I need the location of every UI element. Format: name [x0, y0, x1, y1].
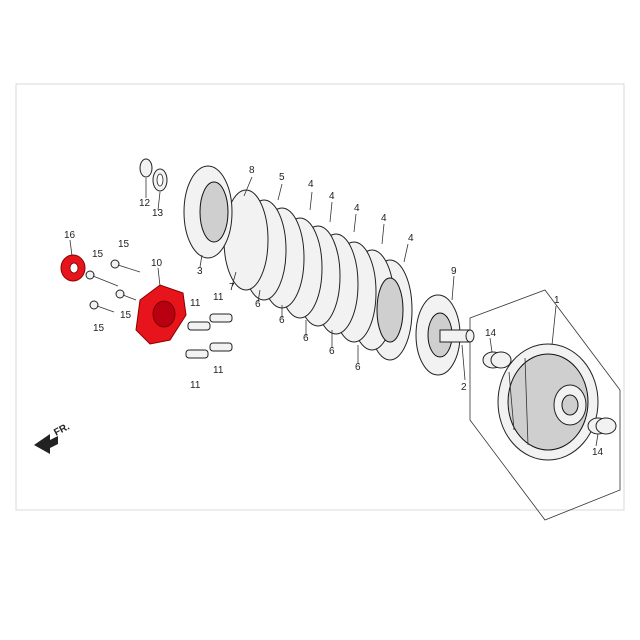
bolt-15-b	[110, 259, 141, 273]
pressure-plate	[415, 294, 475, 376]
label-part-2: 2	[461, 382, 467, 393]
label-part-8: 8	[249, 165, 255, 176]
clutch-outer	[469, 289, 621, 521]
front-arrow-icon	[34, 434, 58, 454]
clutch-spring-11-d	[209, 342, 233, 352]
label-part-10: 10	[151, 258, 163, 269]
bolt-15-a	[85, 270, 119, 287]
label-part-12: 12	[139, 198, 151, 209]
clutch-plate-stack	[223, 189, 413, 361]
label-part-4: 4	[408, 233, 414, 244]
label-part-11: 11	[213, 292, 224, 303]
label-part-4: 4	[329, 191, 335, 202]
label-part-15: 15	[93, 323, 105, 334]
bolt-15-c	[89, 300, 115, 313]
label-part-4: 4	[308, 179, 314, 190]
label-part-6: 6	[329, 346, 335, 357]
washer-13	[152, 168, 168, 192]
needle-bearing-14-lower	[587, 417, 617, 435]
front-label: FR.	[52, 421, 72, 438]
label-part-14: 14	[592, 447, 604, 458]
clutch-spring-11-a	[187, 321, 211, 331]
label-part-7: 7	[229, 282, 235, 293]
lifter-bearing-16	[60, 254, 86, 282]
label-part-15: 15	[120, 310, 132, 321]
label-part-15: 15	[92, 249, 104, 260]
label-part-11: 11	[190, 298, 201, 309]
label-part-3: 3	[197, 266, 203, 277]
leader-lines	[69, 176, 599, 447]
label-part-6: 6	[303, 333, 309, 344]
clutch-spring-11-b	[209, 313, 233, 323]
lock-washer-12	[139, 158, 153, 178]
label-part-9: 9	[451, 266, 457, 277]
label-part-4: 4	[354, 203, 360, 214]
clutch-center	[183, 165, 233, 259]
label-part-11: 11	[213, 365, 224, 376]
bolt-15-d	[115, 289, 137, 301]
needle-bearing-14-upper	[482, 351, 512, 369]
label-part-15: 15	[118, 239, 130, 250]
diagram-frame	[15, 83, 625, 511]
label-part-16: 16	[64, 230, 76, 241]
label-part-6: 6	[255, 299, 261, 310]
label-part-11: 11	[190, 380, 201, 391]
label-part-4: 4	[381, 213, 387, 224]
label-part-14: 14	[485, 328, 497, 339]
label-part-6: 6	[355, 362, 361, 373]
clutch-lifter-plate-10	[135, 284, 187, 345]
label-part-6: 6	[279, 315, 285, 326]
label-part-5: 5	[279, 172, 285, 183]
label-part-13: 13	[152, 208, 164, 219]
label-part-1: 1	[554, 295, 560, 306]
clutch-spring-11-c	[185, 349, 209, 359]
